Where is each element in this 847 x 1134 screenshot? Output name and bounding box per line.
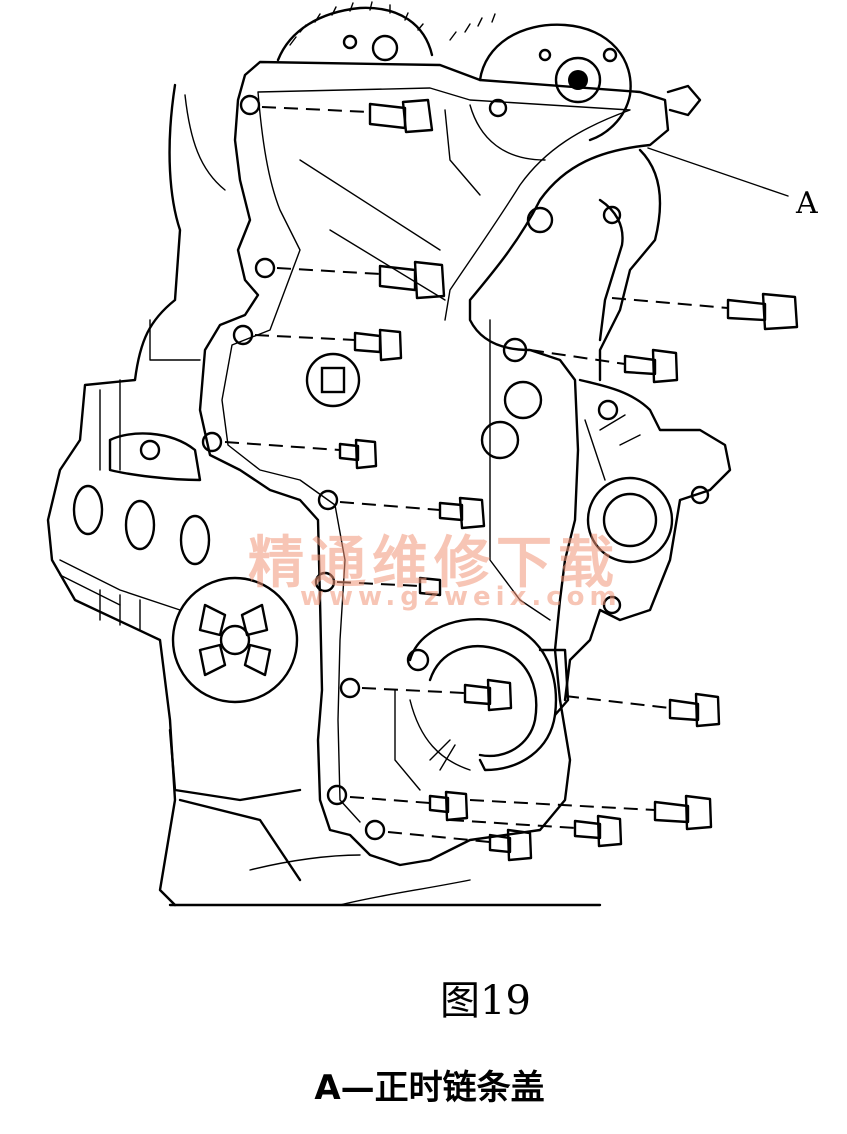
bolt-10 <box>564 692 721 728</box>
bolt-5 <box>339 496 486 530</box>
bolt-14 <box>387 828 533 862</box>
bolt-12 <box>469 794 713 831</box>
bolt-7 <box>361 678 513 712</box>
bolt-4 <box>224 438 378 470</box>
callout-leader-line <box>647 147 789 197</box>
bolt-6 <box>336 576 442 597</box>
bolt-3 <box>254 328 403 362</box>
figure-legend: A—正时链条盖 <box>314 1068 545 1108</box>
bolt-9 <box>611 292 799 331</box>
timing-chain-cover <box>198 60 670 867</box>
engine-block-left <box>46 83 602 907</box>
camshaft-sprocket-left <box>276 1 434 62</box>
bolt-11 <box>349 790 469 822</box>
engine-block-right <box>563 148 732 702</box>
engine-timing-cover-illustration <box>46 1 799 907</box>
bolt-8 <box>529 348 679 384</box>
callout-label-a: A <box>796 186 818 221</box>
camshaft-sprocket-right <box>449 13 632 142</box>
figure-title: 图19 <box>440 978 531 1024</box>
watermark-text: 精通维修下载 <box>248 531 620 596</box>
cam-end-bolt <box>666 84 702 117</box>
bolt-13 <box>449 814 623 848</box>
bolt-1 <box>261 98 434 134</box>
watermark-url: www.gzweix.com <box>300 582 622 612</box>
bolt-2 <box>276 260 446 300</box>
